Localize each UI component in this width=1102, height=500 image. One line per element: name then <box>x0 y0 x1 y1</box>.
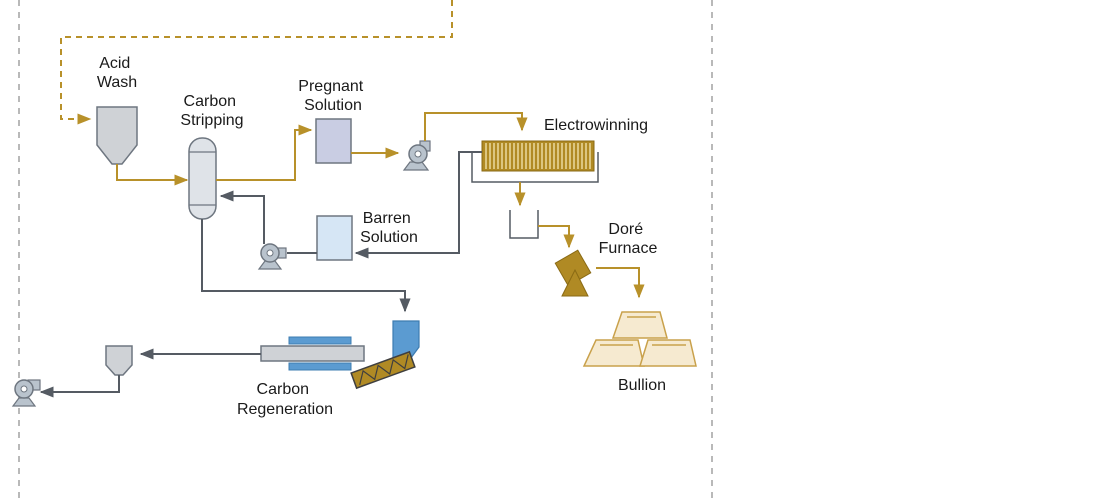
dore-furnace-label: Doré Furnace <box>599 221 658 257</box>
acid-wash-hopper-icon <box>96 106 138 165</box>
barren-pump-icon <box>257 243 287 270</box>
feed-dashed-line <box>60 0 453 125</box>
pump-to-stripping-line <box>219 190 265 244</box>
sludge-tray-icon <box>509 210 539 239</box>
bullion-label: Bullion <box>618 377 666 394</box>
stripping-to-pregnant-line <box>216 124 313 181</box>
carbon-stripping-label: Carbon Stripping <box>180 93 243 129</box>
furnace-to-bullion-line <box>596 267 645 299</box>
carbon-regeneration-kiln-icon <box>260 336 365 371</box>
bullion-icon <box>582 311 697 367</box>
carbon-regeneration-label: Carbon Regeneration <box>237 381 333 418</box>
pregnant-solution-label: Pregnant Solution <box>298 78 367 114</box>
carbon-stripping-column-icon <box>188 137 217 220</box>
electrowinning-cell-icon <box>471 140 599 183</box>
regeneration-feed-hopper-icon <box>392 320 420 363</box>
hopper-to-pump-line <box>39 375 120 398</box>
dore-furnace-icon <box>554 249 592 297</box>
stripping-to-regeneration-line <box>201 219 411 313</box>
barren-solution-tank-icon <box>316 215 353 261</box>
pregnant-pump-icon <box>402 140 431 171</box>
regenerated-carbon-hopper-icon <box>105 345 133 376</box>
screw-conveyor-icon <box>350 350 416 390</box>
pregnant-solution-tank-icon <box>315 118 352 164</box>
electrowinning-to-barren-line <box>354 151 482 259</box>
pump-to-electrowinning-line <box>424 112 528 141</box>
acid-wash-label: Acid Wash <box>97 55 137 91</box>
regenerated-carbon-pump-icon <box>11 379 41 407</box>
barren-solution-label: Barren Solution <box>360 210 418 246</box>
sludge-to-furnace-line <box>538 225 575 249</box>
acid-to-stripping-line <box>116 164 189 186</box>
electrowinning-label: Electrowinning <box>544 117 648 134</box>
